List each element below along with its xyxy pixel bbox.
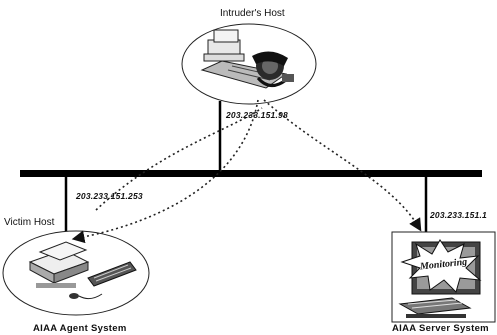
intruder-host [182, 24, 316, 104]
intruder-to-victim-path [78, 100, 258, 238]
intruder-ip-label: 203.233.151.98 [226, 111, 288, 120]
victim-host-title: Victim Host [4, 218, 54, 228]
intruder-host-ellipse [182, 24, 316, 104]
victim-ip-label: 203.233.151.253 [76, 192, 143, 201]
server-system-label: AIAA Server System [392, 324, 489, 334]
server-host [392, 232, 495, 322]
server-ip-label: 203.233.151.1 [430, 211, 487, 220]
network-bus [20, 170, 482, 177]
agent-system-label: AIAA Agent System [33, 324, 127, 334]
intruder-host-title: Intruder's Host [220, 9, 285, 19]
victim-host [3, 231, 149, 315]
